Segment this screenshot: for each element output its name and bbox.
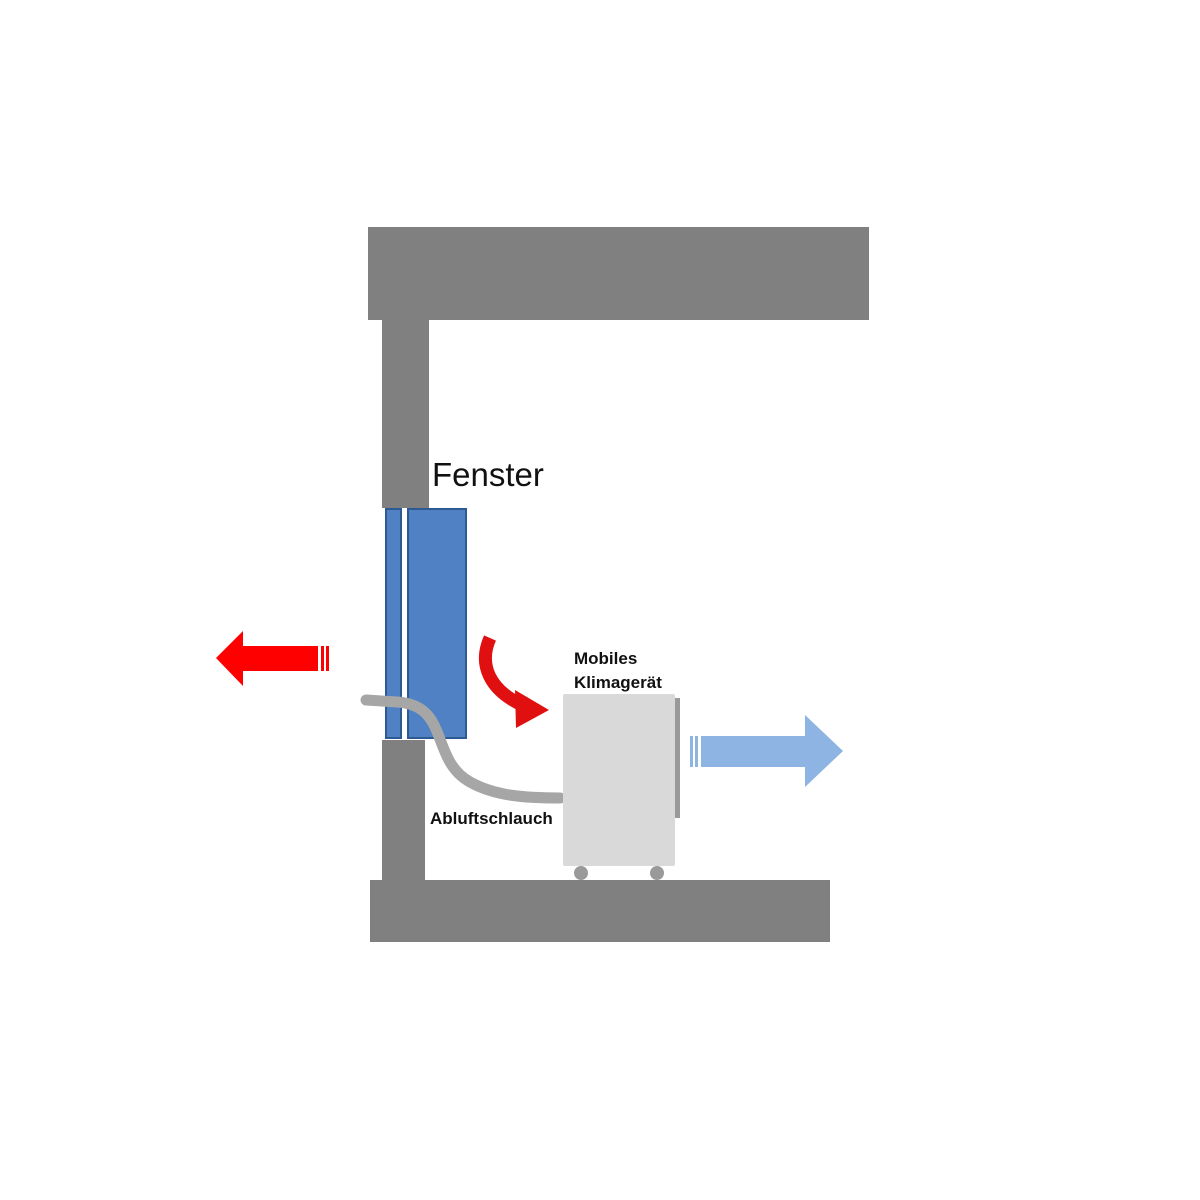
room-air-intake-arrow bbox=[479, 635, 549, 728]
ac-unit-body bbox=[563, 694, 675, 866]
label-unit-line2: Klimagerät bbox=[574, 673, 662, 692]
wall-upper bbox=[382, 320, 429, 508]
wall-lower bbox=[382, 740, 425, 882]
floor bbox=[370, 880, 830, 942]
label-unit-line1: Mobiles bbox=[574, 649, 637, 668]
ac-unit-wheel-right bbox=[650, 866, 664, 880]
hot-air-out-arrow bbox=[216, 631, 329, 686]
cool-air-out-arrow bbox=[690, 715, 843, 787]
ceiling bbox=[368, 227, 869, 320]
window bbox=[385, 508, 467, 739]
ac-unit-side-edge bbox=[675, 698, 680, 818]
label-window: Fenster bbox=[432, 456, 544, 493]
building-structure bbox=[368, 227, 869, 942]
mobile-ac-unit bbox=[563, 694, 680, 880]
ac-unit-wheel-left bbox=[574, 866, 588, 880]
window-sash bbox=[407, 508, 467, 739]
window-frame-outer bbox=[385, 508, 402, 739]
label-hose: Abluftschlauch bbox=[430, 809, 553, 828]
exhaust-hose bbox=[360, 694, 566, 804]
